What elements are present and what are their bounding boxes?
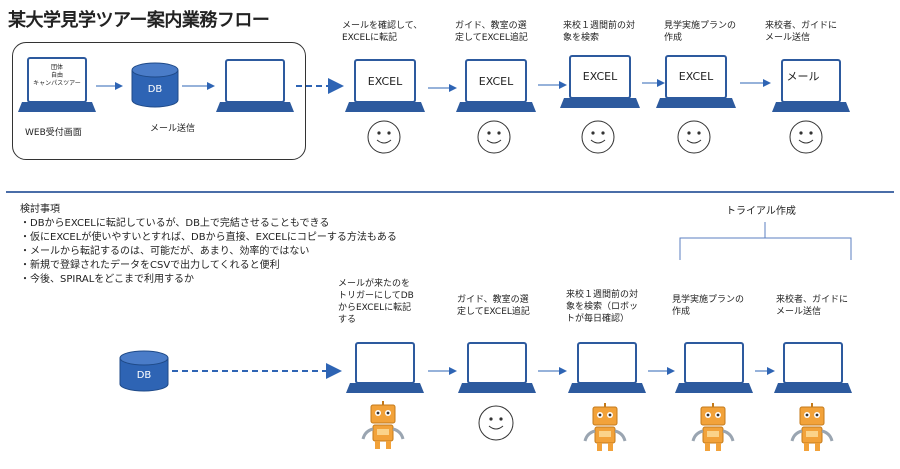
top-step-3-laptop-icon: EXCEL — [560, 55, 640, 108]
svg-text:EXCEL: EXCEL — [679, 70, 714, 83]
bottom-step-2-caption: ガイド、教室の選定してEXCEL追記 — [457, 295, 530, 317]
notes-heading: 検討事項 — [20, 204, 60, 215]
database-icon: DB — [131, 62, 179, 108]
web-db-group-box — [12, 42, 306, 160]
top-step-4-laptop-icon: EXCEL — [656, 55, 736, 108]
top-step-2-laptop-icon: EXCEL — [456, 59, 536, 112]
bottom-step-1-caption: メールが来たのをトリガーにしてDB からEXCELに転記する — [338, 279, 414, 325]
smiley-face-icon — [581, 120, 615, 154]
notes-item: ・仮にEXCELが使いやすいとすれば、DBから直接、EXCELにコピーする方法も… — [20, 232, 397, 243]
database-icon: DB — [119, 350, 169, 392]
top-step-1-laptop-icon: EXCEL — [345, 59, 425, 112]
smiley-face-icon — [789, 120, 823, 154]
mail-laptop-icon — [216, 59, 294, 112]
bottom-step-4-laptop-icon — [675, 342, 753, 393]
web-form-line: 団体 — [51, 63, 63, 71]
notes-item: ・メールから転記するのは、可能だが、あまり、効率的ではない — [20, 246, 310, 257]
top-step-2-caption: ガイド、教室の選定してEXCEL追記 — [455, 21, 528, 43]
top-step-4-caption: 見学実施プランの作成 — [664, 21, 737, 43]
notes-item: ・DBからEXCELに転記しているが、DB上で完結させることもできる — [20, 218, 330, 229]
svg-text:メール: メール — [787, 70, 820, 83]
bottom-step-2-laptop-icon — [458, 342, 536, 393]
robot-icon — [691, 403, 735, 451]
notes-item: ・新規で登録されたデータをCSVで出力してくれると便利 — [20, 260, 280, 271]
page-title: 某大学見学ツアー案内業務フロー — [8, 10, 270, 31]
web-form-laptop-icon: 団体 自由 キャンパスツアー — [18, 57, 96, 112]
trial-bracket — [679, 222, 852, 260]
smiley-face-icon — [677, 120, 711, 154]
bottom-step-1-laptop-icon — [346, 342, 424, 393]
robot-icon — [361, 401, 405, 449]
smiley-face-icon — [367, 120, 401, 154]
bottom-step-5-caption: 来校者、ガイドにメール送信 — [776, 295, 849, 317]
considerations-notes: 検討事項 ・DBからEXCELに転記しているが、DB上で完結させることもできる … — [20, 203, 397, 287]
svg-text:EXCEL: EXCEL — [368, 75, 403, 88]
bottom-step-4-caption: 見学実施プランの作成 — [672, 295, 745, 317]
bottom-step-3-caption: 来校１週間前の対象を検索（ロボッ トが毎日確認） — [566, 290, 639, 324]
smiley-face-icon — [477, 120, 511, 154]
robot-icon — [583, 403, 627, 451]
notes-item: ・今後、SPIRALをどこまで利用するか — [20, 274, 194, 285]
bottom-step-5-laptop-icon — [774, 342, 852, 393]
web-form-line: 自由 — [51, 71, 63, 79]
top-step-1-caption: メールを確認して、EXCELに転記 — [342, 21, 423, 43]
svg-text:DB: DB — [137, 370, 152, 381]
svg-text:EXCEL: EXCEL — [583, 70, 618, 83]
web-form-line: キャンパスツアー — [33, 80, 81, 87]
mail-send-label: メール送信 — [150, 124, 196, 134]
trial-bracket-label: トライアル作成 — [726, 206, 796, 217]
bottom-step-3-laptop-icon — [568, 342, 646, 393]
top-step-5-caption: 来校者、ガイドにメール送信 — [765, 21, 838, 43]
top-step-5-laptop-icon: メール — [772, 59, 850, 112]
smiley-face-icon — [478, 405, 514, 441]
robot-icon — [790, 403, 834, 451]
top-step-3-caption: 来校１週間前の対象を検索 — [563, 21, 636, 43]
section-divider — [6, 191, 894, 193]
svg-text:EXCEL: EXCEL — [479, 75, 514, 88]
web-form-label: WEB受付画面 — [25, 128, 82, 138]
svg-text:DB: DB — [148, 84, 163, 95]
